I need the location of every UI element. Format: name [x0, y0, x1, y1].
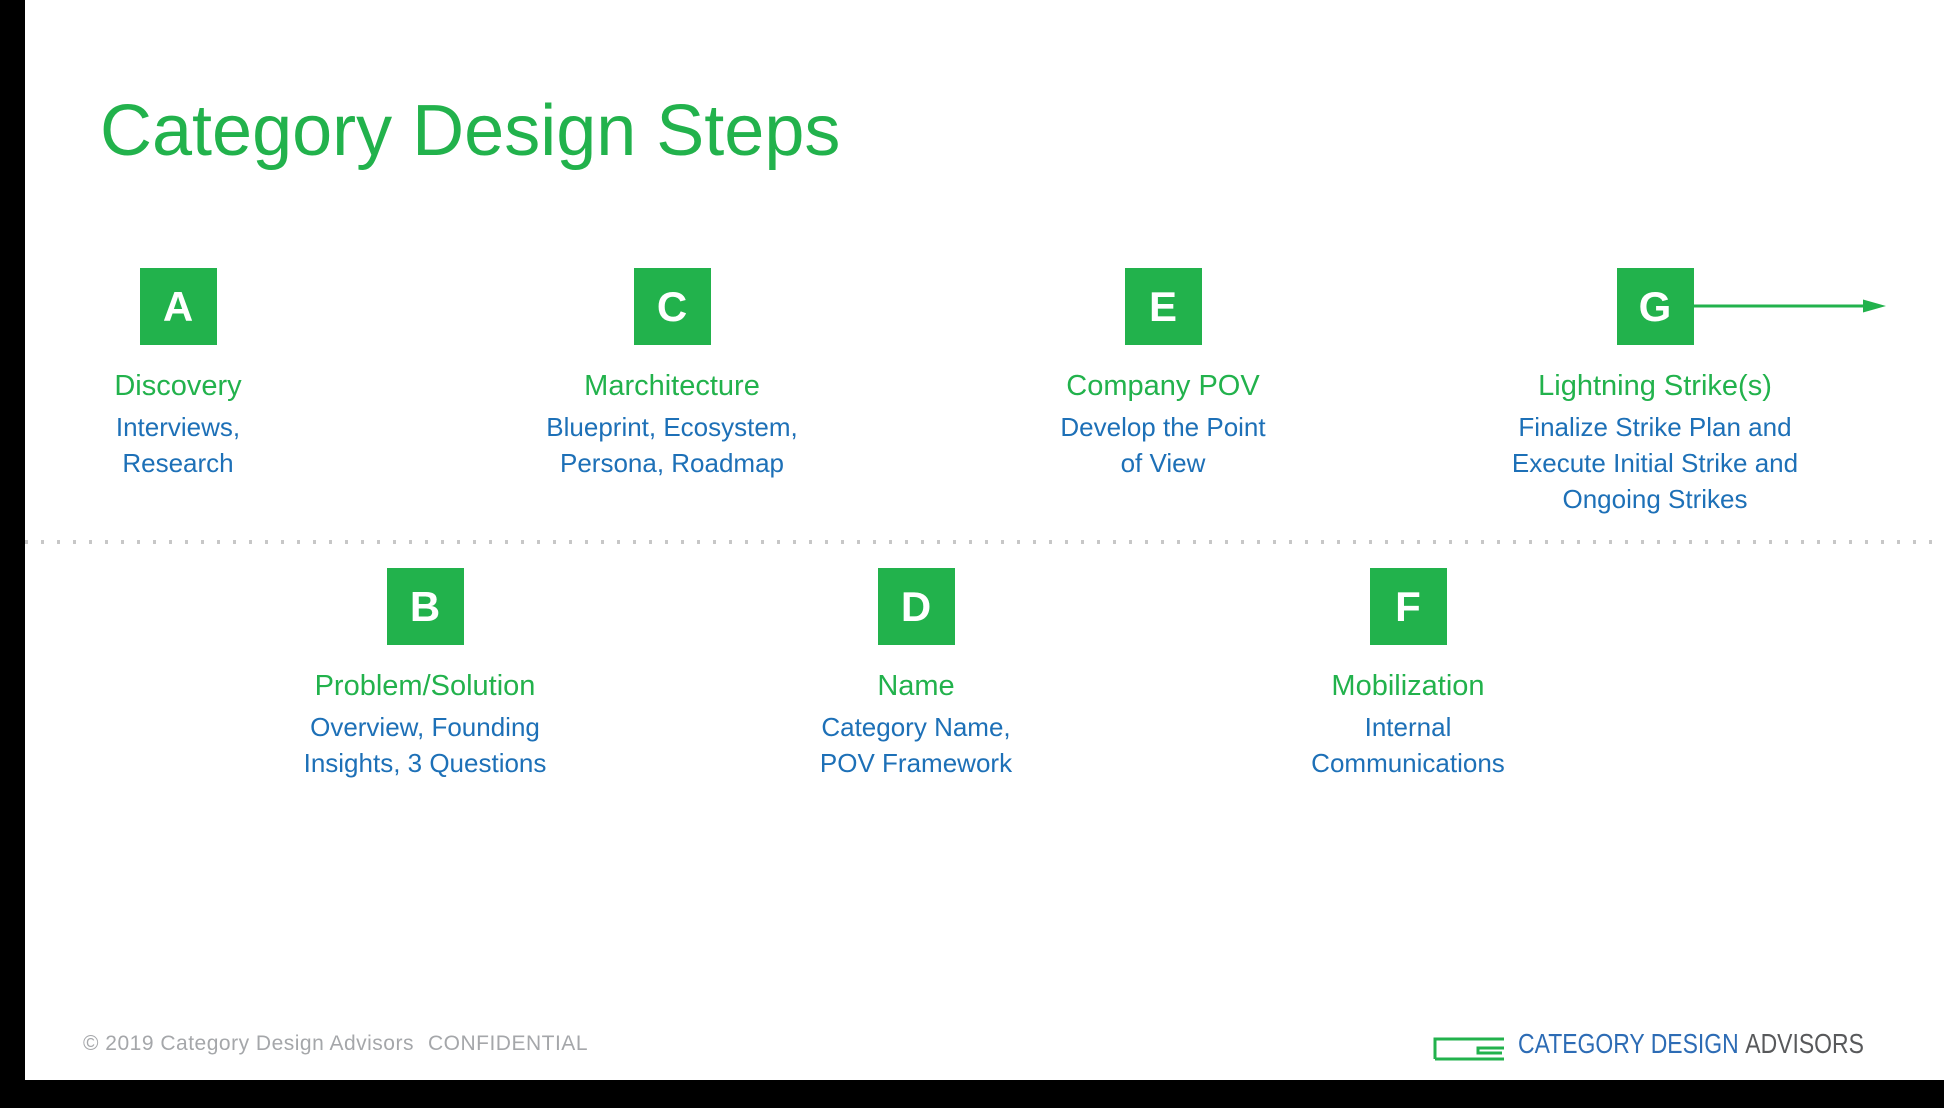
step-e: E Company POV Develop the Point of View [973, 268, 1353, 481]
step-g-description: Finalize Strike Plan and Execute Initial… [1511, 412, 1799, 514]
step-g-title: Lightning Strike(s) [1538, 370, 1772, 402]
step-d-description: Category Name, POV Framework [819, 712, 1013, 778]
copyright-text: © 2019 Category Design Advisors [83, 1032, 414, 1055]
step-f-description: Internal Communications [1311, 712, 1505, 778]
step-d-title: Name [877, 670, 955, 702]
step-d-badge: D [877, 568, 955, 645]
bottom-black-bar [0, 1080, 1944, 1108]
logo-text-primary: CATEGORY DESIGN [1518, 1028, 1739, 1059]
step-a: A Discovery Interviews, Research [0, 268, 368, 481]
step-f-title: Mobilization [1331, 670, 1485, 702]
dotted-divider-line [25, 540, 1944, 544]
step-d: D Name Category Name, POV Framework [726, 568, 1106, 781]
step-g-badge: G [1616, 268, 1694, 345]
step-f: F Mobilization Internal Communications [1218, 568, 1598, 781]
left-black-bar [0, 0, 25, 1108]
right-arrow-icon [1693, 299, 1886, 313]
step-b: B Problem/Solution Overview, Founding In… [235, 568, 615, 781]
footer: © 2019 Category Design Advisors CONFIDENT… [83, 1032, 588, 1056]
step-a-description: Interviews, Research [115, 412, 241, 478]
step-b-description: Overview, Founding Insights, 3 Questions [303, 712, 547, 778]
step-a-title: Discovery [114, 370, 242, 402]
step-e-title: Company POV [1066, 370, 1260, 402]
step-c-title: Marchitecture [584, 370, 760, 402]
step-c-badge: C [633, 268, 711, 345]
step-b-badge: B [386, 568, 464, 645]
step-f-badge: F [1369, 568, 1447, 645]
step-g: G Lightning Strike(s) Finalize Strike Pl… [1465, 268, 1845, 517]
step-b-title: Problem/Solution [314, 670, 536, 702]
step-e-badge: E [1124, 268, 1202, 345]
step-e-description: Develop the Point of View [1060, 412, 1266, 478]
logo-text-secondary: ADVISORS [1745, 1028, 1864, 1059]
page-title: Category Design Steps [100, 91, 841, 172]
step-a-badge: A [139, 268, 217, 345]
confidential-label: CONFIDENTIAL [427, 1032, 588, 1055]
step-c: C Marchitecture Blueprint, Ecosystem, Pe… [482, 268, 862, 481]
step-c-description: Blueprint, Ecosystem, Persona, Roadmap [546, 412, 798, 478]
cda-logo-mark-icon [1433, 1037, 1504, 1061]
